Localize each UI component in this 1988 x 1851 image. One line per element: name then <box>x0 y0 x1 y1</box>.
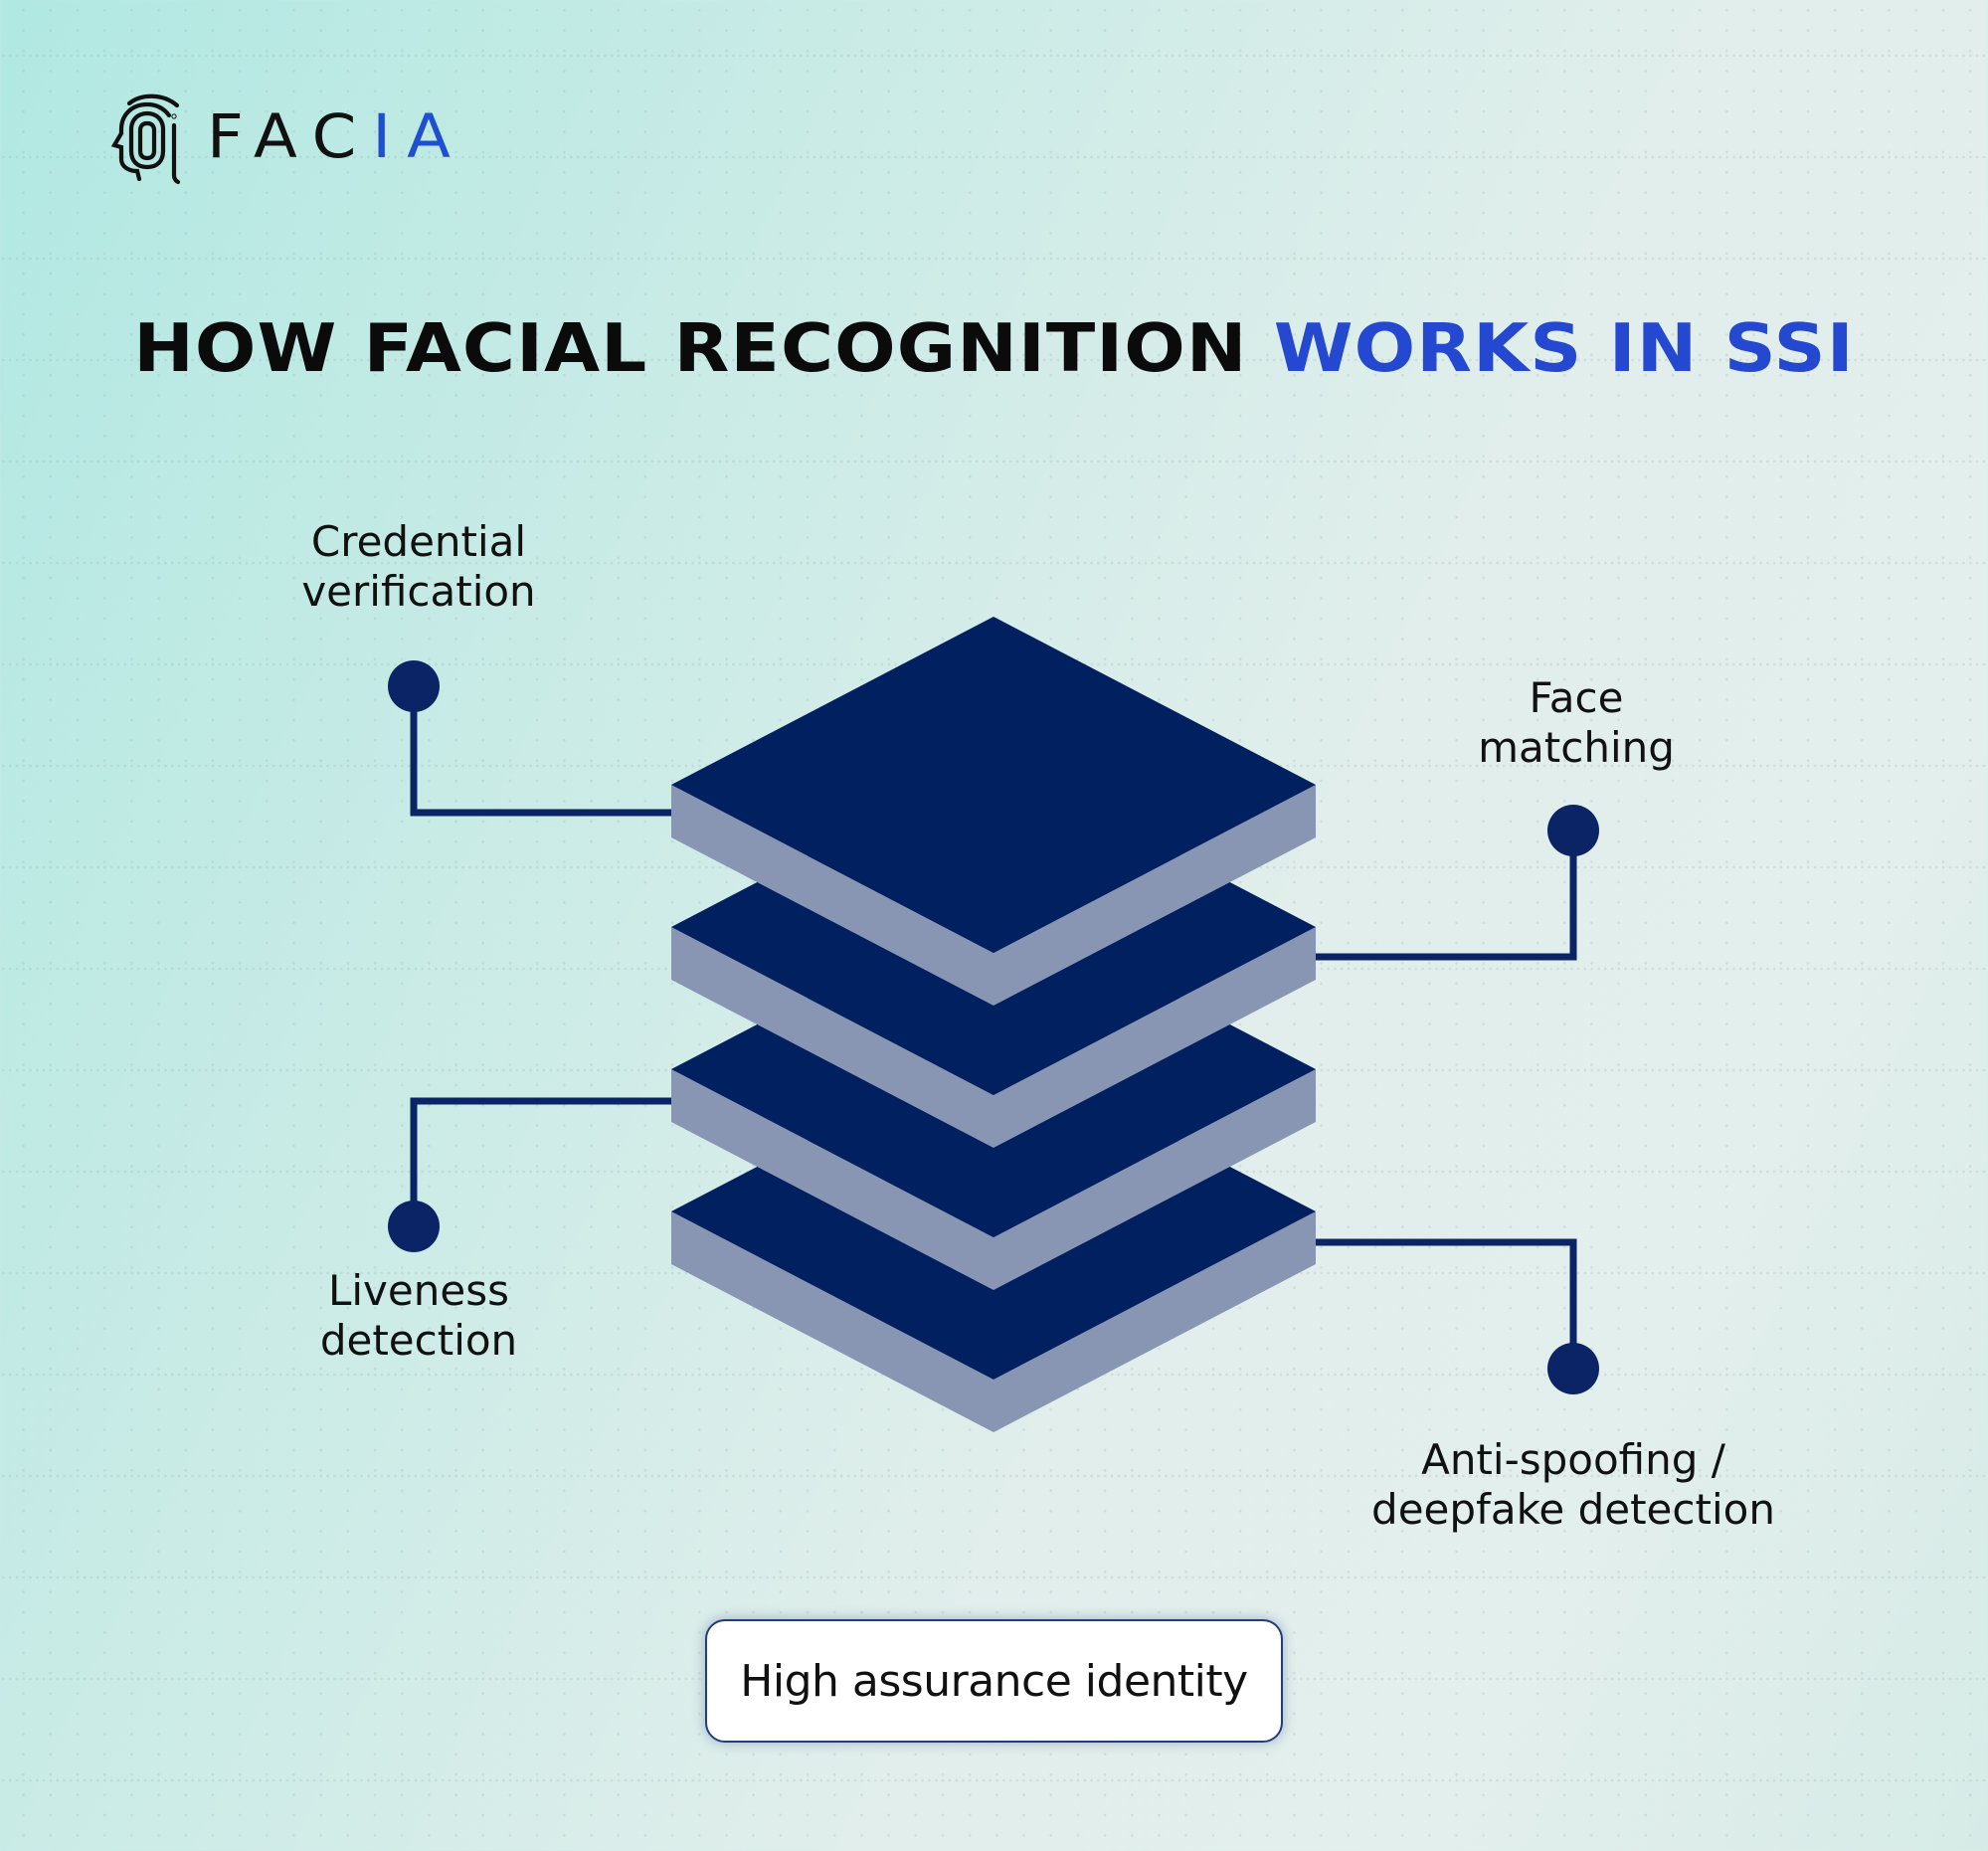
dot-face <box>1547 805 1599 856</box>
label-line: Credential <box>310 517 527 566</box>
label-line: Anti-spoofing / <box>1421 1435 1725 1484</box>
fingerprint-face-icon <box>110 93 181 185</box>
label-anti-spoofing: Anti-spoofing / deepfake detection <box>1371 1435 1775 1535</box>
label-face-matching: Face matching <box>1478 673 1675 773</box>
high-assurance-identity-box: High assurance identity <box>705 1619 1283 1743</box>
label-liveness-detection: Liveness detection <box>320 1266 517 1366</box>
connector-liveness <box>410 1097 676 1226</box>
connector-credential <box>410 686 676 817</box>
brand-name-accent: IA <box>372 101 466 173</box>
result-label: High assurance identity <box>740 1655 1248 1707</box>
label-line: Face <box>1529 673 1624 722</box>
connector-dots <box>388 660 1599 1394</box>
label-line: deepfake detection <box>1371 1485 1775 1534</box>
label-line: detection <box>319 1316 518 1365</box>
connector-face <box>1313 831 1577 961</box>
page-title: HOW FACIAL RECOGNITION WORKS IN SSI <box>0 308 1988 388</box>
label-line: matching <box>1478 723 1675 772</box>
label-line: Liveness <box>327 1266 509 1315</box>
title-main: HOW FACIAL RECOGNITION <box>133 309 1274 387</box>
connectors <box>410 686 1577 1369</box>
facia-logo: FACIA <box>107 88 466 187</box>
label-credential-verification: Credential verification <box>301 517 535 617</box>
label-line: verification <box>301 567 536 616</box>
dot-antispoof <box>1547 1343 1599 1394</box>
dot-credential <box>388 660 440 712</box>
connector-antispoof <box>1313 1238 1577 1369</box>
layer-1 <box>671 617 1316 1006</box>
brand-name: FACIA <box>207 107 466 168</box>
dot-liveness <box>388 1201 440 1252</box>
title-accent: WORKS IN SSI <box>1273 309 1855 387</box>
brand-name-main: FAC <box>207 101 373 173</box>
